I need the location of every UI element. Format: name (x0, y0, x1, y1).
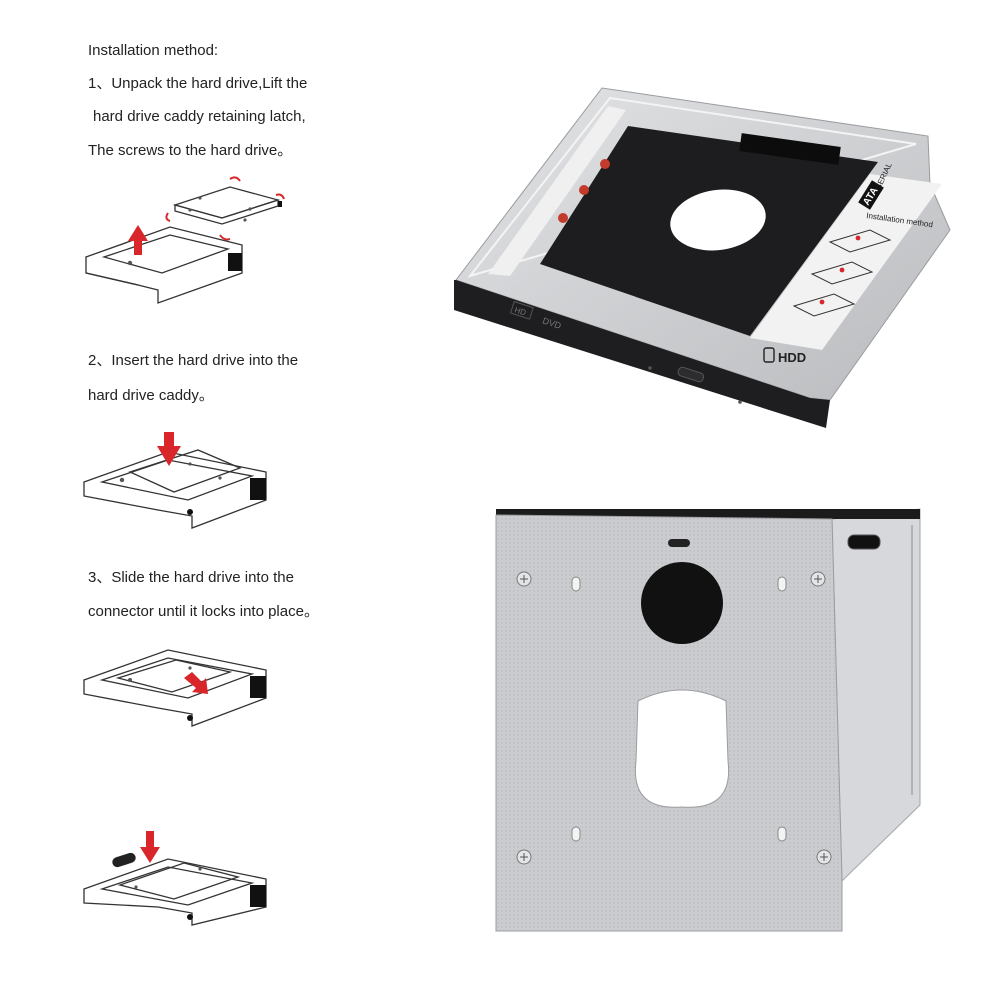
arrow-right-icon (184, 672, 208, 694)
instructions-heading: Installation method: (88, 42, 219, 59)
latch-icon (112, 852, 136, 868)
step3-line2: connector until it locks into place。 (88, 603, 319, 620)
caddy-bottom-photo (495, 508, 921, 932)
install-sticker (750, 174, 942, 350)
step1-line2: hard drive caddy retaining latch, (93, 108, 306, 125)
screw-icons (516, 571, 832, 865)
bezel-badge-hd: HD (513, 305, 527, 317)
caddy-top-photo: SERIAL ATA Installation method HDD HD DV… (454, 87, 951, 428)
step2-line1: 2、Insert the hard drive into the (88, 352, 299, 369)
arrow-up-icon (128, 225, 148, 255)
step1-line1: 1、Unpack the hard drive,Lift the (88, 75, 308, 92)
arrow-down-icon (157, 432, 181, 466)
step1-illustration (85, 176, 285, 304)
hdd-icon (763, 347, 775, 363)
sata-connector (739, 133, 841, 165)
step4-illustration (83, 831, 267, 926)
vent-hole (641, 562, 723, 644)
eject-button (677, 366, 705, 383)
step2-line2: hard drive caddy。 (88, 387, 214, 404)
arrow-down-icon (140, 831, 160, 863)
latch-slot (847, 534, 881, 550)
step1-line3: The screws to the hard drive。 (88, 142, 293, 159)
front-bezel (454, 280, 830, 428)
step3-illustration (83, 649, 267, 727)
sticker-hdd: HDD (778, 350, 806, 365)
step2-illustration (83, 432, 267, 529)
step3-line1: 3、Slide the hard drive into the (88, 569, 294, 586)
